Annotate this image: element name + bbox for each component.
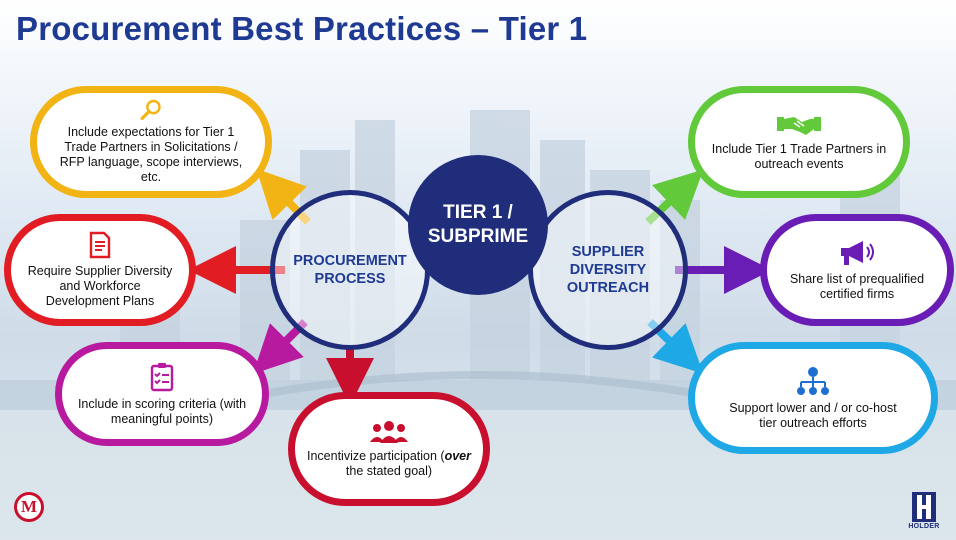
org-chart-icon [797, 366, 829, 395]
node-support-text: Support lower and / or co-host tier outr… [729, 400, 897, 430]
node-plans-text: Require Supplier Diversity and Workforce… [27, 264, 173, 308]
node-expectations-text: Include expectations for Tier 1 Trade Pa… [59, 125, 243, 184]
document-icon [89, 231, 111, 259]
magnifier-icon [140, 99, 161, 120]
procurement-process-label: PROCUREMENT PROCESS [293, 253, 407, 287]
m-logo-letter: M [20, 497, 38, 516]
node-incentivize-text-emphasis: over [444, 448, 471, 463]
procurement-process-circle: PROCUREMENT PROCESS [270, 190, 430, 350]
node-incentivize-text-after: the stated goal) [345, 463, 433, 478]
tier-1-subprime-label: TIER 1 / SUBPRIME [427, 202, 529, 247]
node-events: Include Tier 1 Trade Partners in outreac… [688, 86, 910, 198]
node-incentivize: Incentivize participation (over the stat… [288, 392, 490, 506]
handshake-icon [777, 116, 821, 135]
node-scoring-text: Include in scoring criteria (with meanin… [77, 396, 247, 426]
node-share-text: Share list of prequalified certified fir… [789, 271, 925, 301]
tier-1-subprime-circle: TIER 1 / SUBPRIME [408, 155, 548, 295]
holder-logo: HOLDER [904, 492, 944, 532]
group-icon [370, 420, 408, 443]
node-events-text: Include Tier 1 Trade Partners in outreac… [711, 141, 887, 171]
node-incentivize-text: Incentivize participation (over the stat… [307, 449, 472, 479]
page-title: Procurement Best Practices – Tier 1 [16, 10, 588, 47]
holder-h-icon [912, 492, 936, 522]
checklist-icon [150, 362, 174, 391]
supplier-diversity-outreach-label: SUPPLIER DIVERSITY OUTREACH [566, 244, 650, 296]
megaphone-icon [841, 240, 874, 265]
node-incentivize-text-before: Incentivize participation ( [307, 448, 445, 463]
node-scoring: Include in scoring criteria (with meanin… [55, 342, 269, 446]
node-share: Share list of prequalified certified fir… [760, 214, 954, 326]
node-plans: Require Supplier Diversity and Workforce… [4, 214, 196, 326]
node-expectations: Include expectations for Tier 1 Trade Pa… [30, 86, 272, 198]
m-logo: M [14, 492, 44, 522]
node-support: Support lower and / or co-host tier outr… [688, 342, 938, 454]
holder-logo-word: HOLDER [908, 523, 940, 530]
supplier-diversity-outreach-circle: SUPPLIER DIVERSITY OUTREACH [528, 190, 688, 350]
